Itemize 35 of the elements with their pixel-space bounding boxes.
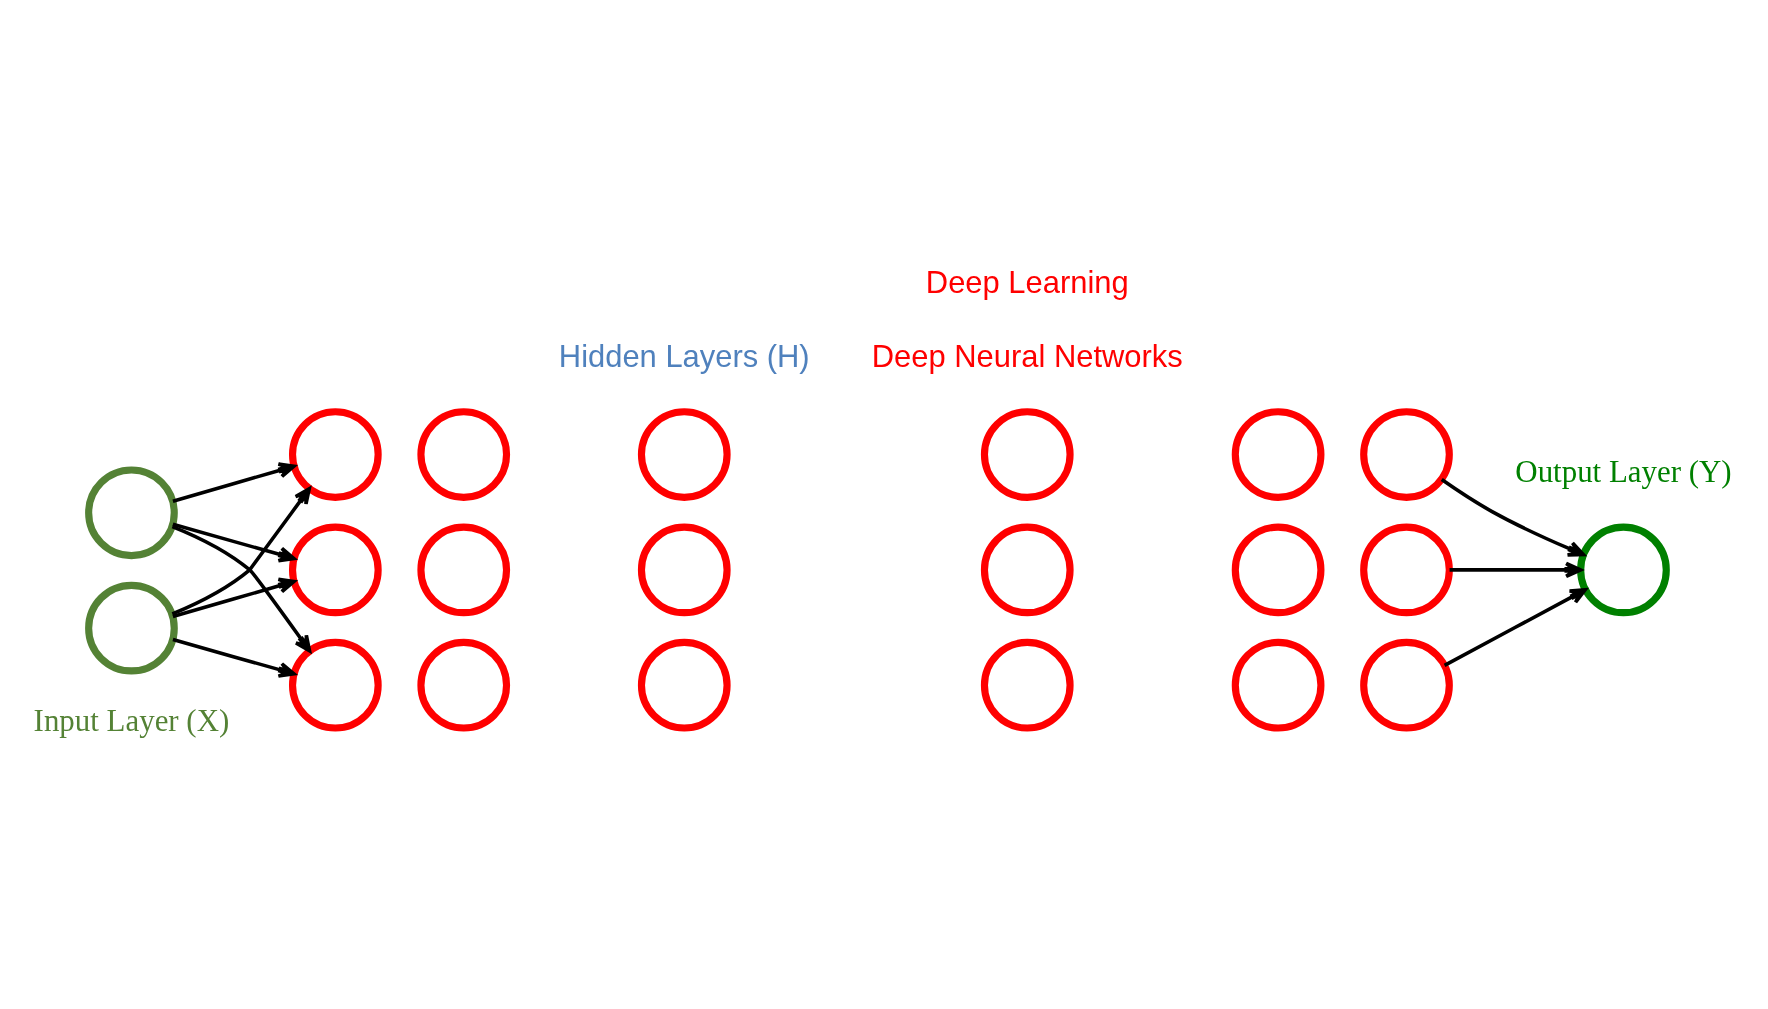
node-circle [85, 581, 178, 675]
label: Output Layer (Y) [1515, 454, 1732, 490]
label: Deep Neural Networks [871, 338, 1183, 374]
node-circle [637, 408, 731, 501]
node-circle [417, 523, 511, 617]
node-circle [980, 408, 1074, 501]
arrow [171, 524, 312, 653]
node-circle [637, 638, 731, 732]
node-circle [1231, 408, 1325, 501]
arrow [1449, 561, 1583, 579]
node-circle [85, 466, 178, 560]
arrow [172, 522, 296, 563]
arrow [171, 486, 312, 616]
node-circle [417, 638, 511, 732]
node-circle [980, 523, 1074, 617]
node-circle [637, 523, 731, 617]
label: Input Layer (X) [33, 702, 230, 738]
arrow [172, 462, 296, 503]
node-circle [288, 523, 382, 617]
label: Hidden Layers (H) [558, 338, 810, 374]
arrow [172, 637, 296, 678]
arrow [172, 577, 296, 619]
node-circle [1360, 638, 1453, 732]
node-circle [288, 638, 382, 732]
arrow [1440, 478, 1586, 557]
node-circle [1360, 523, 1453, 617]
label: Deep Learning [925, 265, 1129, 301]
node-circle [1577, 523, 1670, 617]
node-circle [1231, 523, 1325, 617]
node-circle [417, 408, 511, 501]
node-circle [980, 638, 1074, 732]
arrow [1443, 588, 1587, 667]
node-circle [1360, 408, 1453, 501]
node-circle [1231, 638, 1325, 732]
node-circle [288, 408, 382, 501]
